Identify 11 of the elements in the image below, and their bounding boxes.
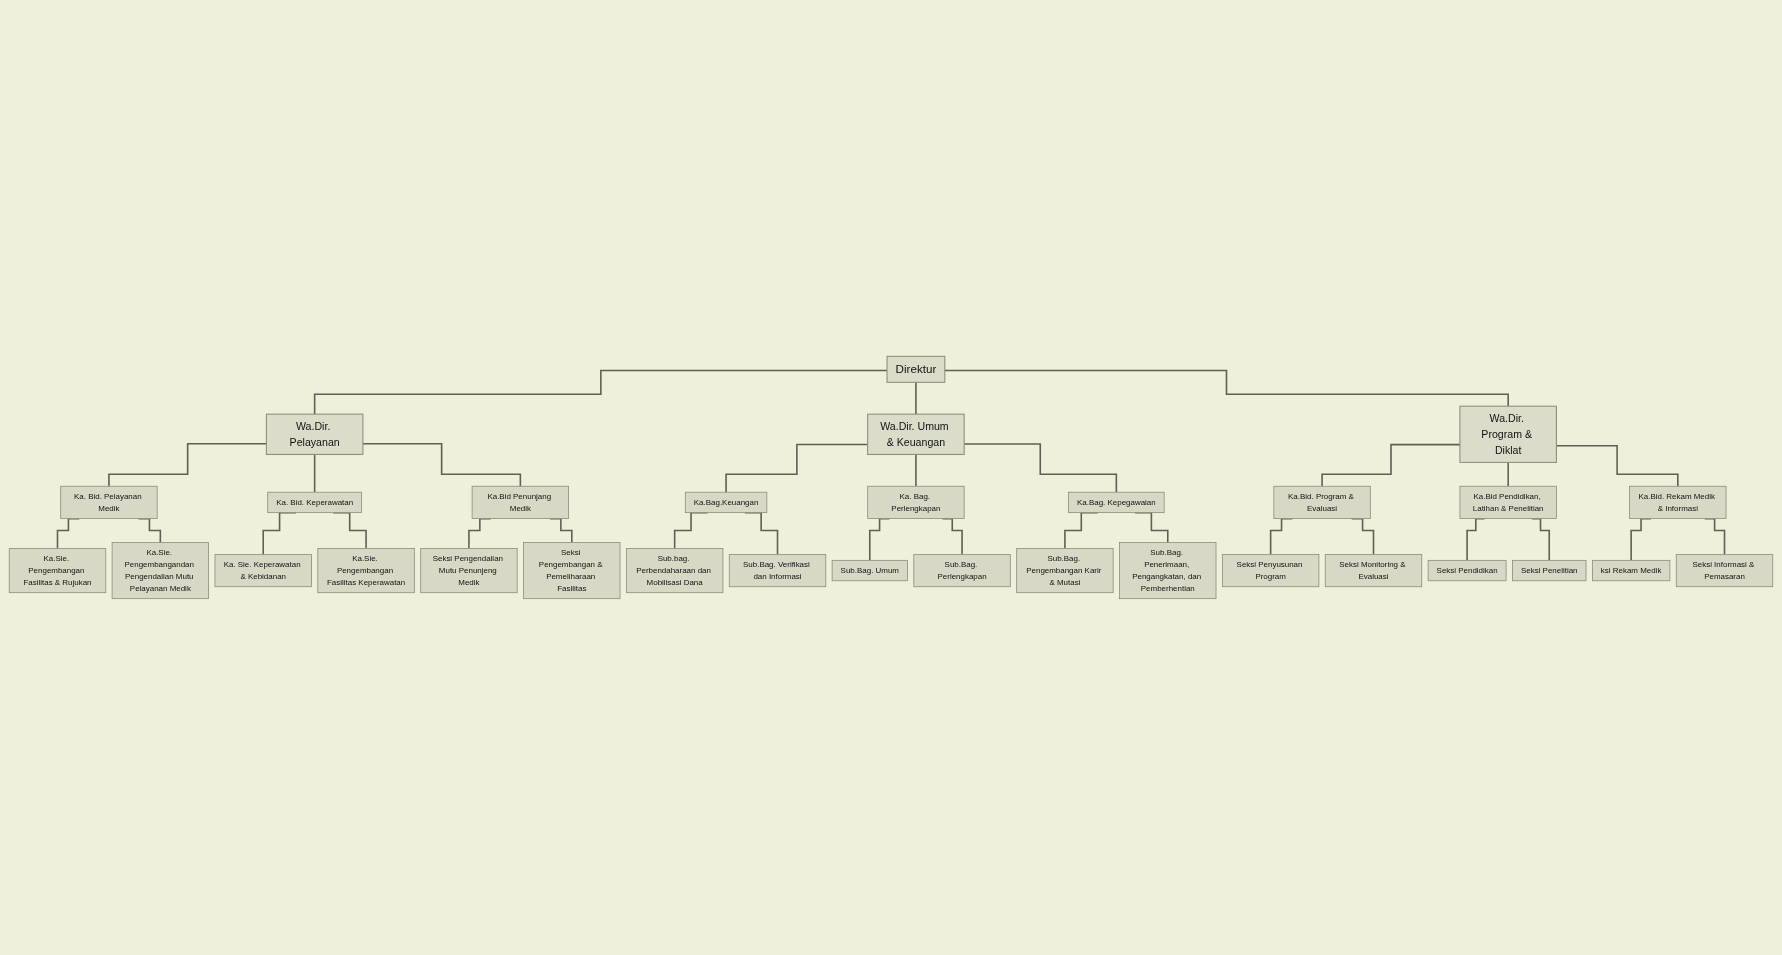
connector <box>944 369 1509 407</box>
connector <box>1507 461 1509 488</box>
node-box: Wa.Dir. Program & Diklat <box>1459 405 1557 463</box>
connector <box>313 453 316 493</box>
node-box: Direktur <box>886 355 946 383</box>
connector <box>915 381 917 415</box>
connector <box>313 369 888 415</box>
connector <box>915 453 917 488</box>
node-box: Wa.Dir. Umum & Keuangan <box>867 413 965 455</box>
connector <box>362 442 522 488</box>
node-box: Wa.Dir. Pelayanan <box>265 413 364 455</box>
